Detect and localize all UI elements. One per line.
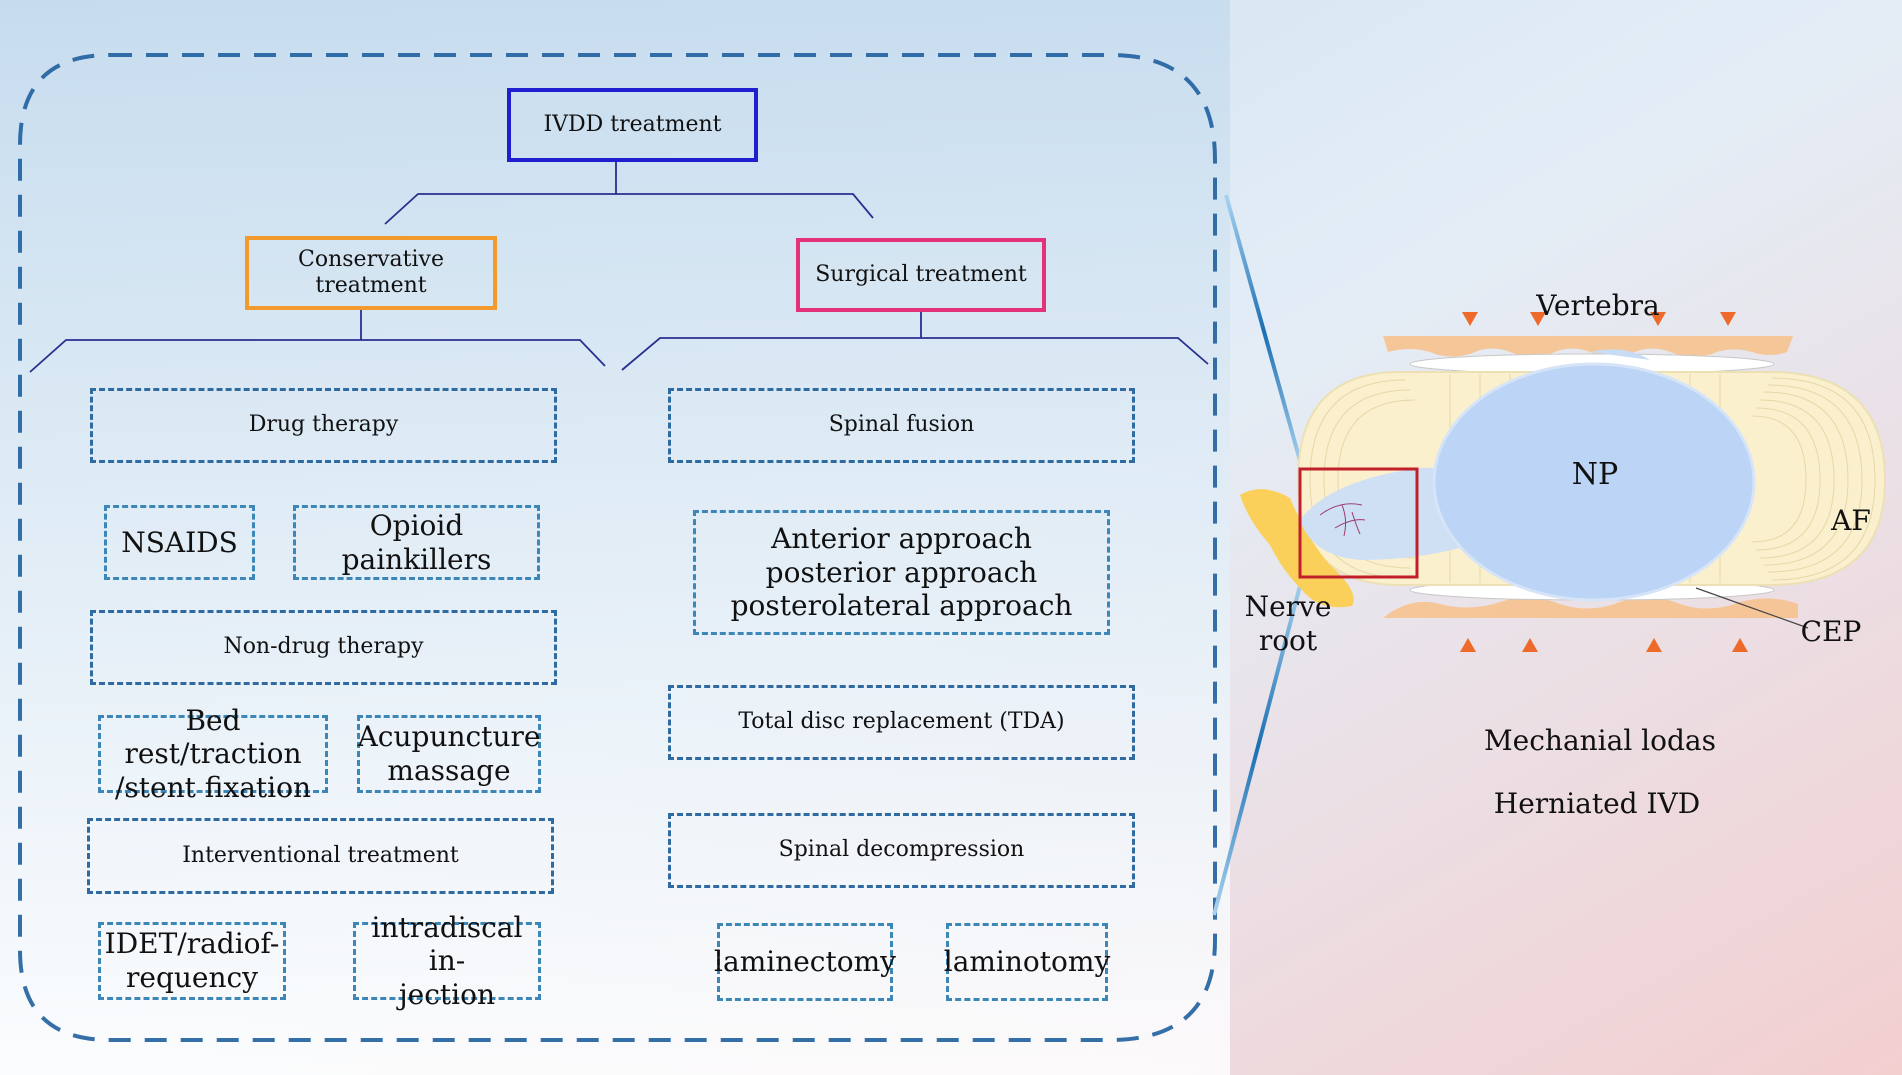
cep-leader-line bbox=[1695, 587, 1809, 629]
arrowhead-down-1 bbox=[1462, 312, 1478, 326]
zoom-line-top bbox=[1224, 194, 1304, 469]
herniated-ivd-caption: Herniated IVD bbox=[1493, 787, 1701, 821]
arrowhead-up-3 bbox=[1646, 638, 1662, 652]
herniation-highlight-box bbox=[1298, 467, 1419, 579]
acupuncture-box: Acupuncture massage bbox=[357, 715, 541, 793]
nsaids-box: NSAIDS bbox=[104, 505, 255, 580]
interventional-treatment-box: Interventional treatment bbox=[87, 818, 554, 894]
root-node: IVDD treatment bbox=[507, 88, 758, 162]
idet-box: IDET/radiof- requency bbox=[98, 922, 286, 1000]
tda-box: Total disc replacement (TDA) bbox=[668, 685, 1135, 760]
non-drug-therapy-box: Non-drug therapy bbox=[90, 610, 557, 685]
arrowhead-down-4 bbox=[1720, 312, 1736, 326]
left-panel-wash bbox=[0, 0, 1230, 1075]
approaches-box: Anterior approach posterior approach pos… bbox=[693, 510, 1110, 635]
mechanical-loads-label: Mechanial lodas bbox=[1484, 724, 1716, 758]
tree-connectors bbox=[29, 162, 1209, 373]
conservative-node: Conservative treatment bbox=[245, 236, 497, 310]
nerve-fibers bbox=[1319, 503, 1366, 537]
arrowhead-up-4 bbox=[1732, 638, 1748, 652]
vertebra-label: Vertebra bbox=[1536, 289, 1660, 323]
surgical-node: Surgical treatment bbox=[796, 238, 1046, 312]
arrowhead-up-2 bbox=[1522, 638, 1538, 652]
spinal-decompression-box: Spinal decompression bbox=[668, 813, 1135, 888]
lower-vertebra bbox=[1383, 597, 1798, 618]
laminotomy-box: laminotomy bbox=[944, 923, 1110, 1001]
upward-load-arrows bbox=[1460, 638, 1748, 720]
laminectomy-box: laminectomy bbox=[714, 923, 896, 1001]
arrowhead-down-3 bbox=[1650, 312, 1666, 326]
disc-illustration bbox=[1240, 240, 1887, 720]
arrowhead-down-2 bbox=[1530, 312, 1546, 326]
herniated-nucleus bbox=[1300, 467, 1470, 560]
intradiscal-injection-box: intradiscal in- jection bbox=[353, 911, 541, 1011]
np-bulge bbox=[1590, 349, 1650, 360]
cep-label: CEP bbox=[1800, 615, 1862, 649]
af-label: AF bbox=[1831, 504, 1871, 538]
upper-vertebra bbox=[1383, 336, 1793, 357]
spinal-fusion-box: Spinal fusion bbox=[668, 388, 1135, 463]
bed-rest-box: Bed rest/traction /stent fixation bbox=[98, 704, 328, 804]
np-label: NP bbox=[1571, 457, 1619, 492]
arrowhead-up-1 bbox=[1460, 638, 1476, 652]
downward-load-arrows bbox=[1462, 240, 1736, 326]
drug-therapy-box: Drug therapy bbox=[90, 388, 557, 463]
opioid-box: Opioid painkillers bbox=[293, 505, 540, 580]
nucleus-pulposus bbox=[1432, 362, 1756, 602]
zoom-line-bottom bbox=[1212, 577, 1304, 916]
outer-dashed-frame bbox=[18, 53, 1217, 1042]
nerve-root-label: Nerve root bbox=[1244, 590, 1332, 657]
